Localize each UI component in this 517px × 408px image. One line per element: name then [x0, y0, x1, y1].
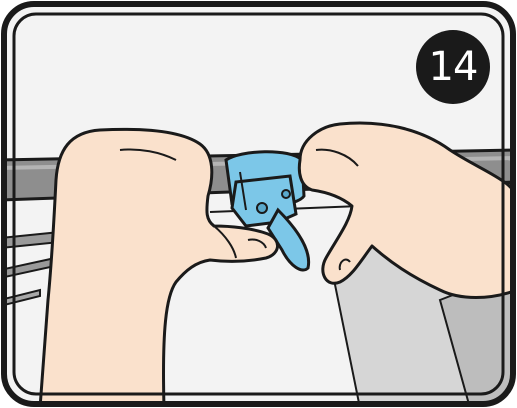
step-number-badge: 14 [416, 30, 490, 104]
